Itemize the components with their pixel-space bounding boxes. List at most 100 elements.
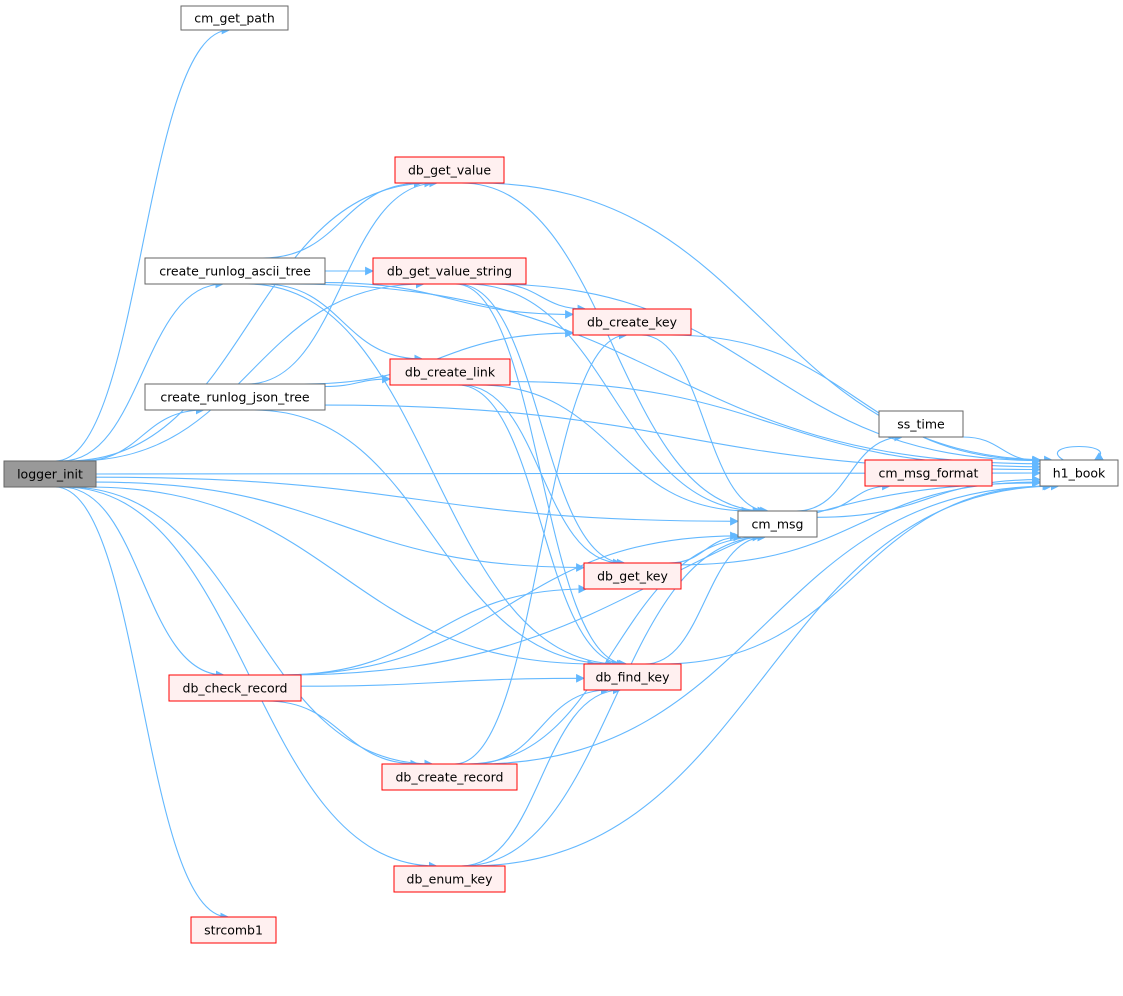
edge-cm_msg-to-ss_time [796, 432, 904, 512]
node-label: db_find_key [596, 670, 671, 685]
edge-db_find_key-to-cm_msg [644, 532, 767, 665]
node-db-find-key[interactable]: db_find_key [583, 663, 682, 691]
edge-cm_msg-to-cm_msg_format [815, 481, 891, 512]
node-box [864, 459, 993, 487]
node-box [3, 460, 97, 488]
node-db-check-record[interactable]: db_check_record [168, 674, 302, 702]
node-box [144, 257, 326, 285]
node-label: ss_time [897, 417, 945, 432]
node-label: h1_book [1053, 466, 1106, 481]
node-box [372, 257, 527, 285]
node-label: db_create_record [396, 770, 504, 785]
node-create-runlog-ascii-tree[interactable]: create_runlog_ascii_tree [144, 257, 326, 285]
node-box [737, 510, 818, 538]
edge-h1_book-to-h1_book [1056, 446, 1104, 461]
node-db-enum-key[interactable]: db_enum_key [393, 865, 506, 893]
node-label: db_enum_key [407, 872, 494, 887]
edge-create_runlog_ascii_tree-to-h1_book [289, 283, 1041, 469]
node-label: cm_get_path [194, 11, 275, 26]
edge-logger_init-to-db_find_key [87, 486, 597, 669]
node-db-get-value[interactable]: db_get_value [394, 156, 505, 184]
edge-create_runlog_json_tree-to-db_find_key [253, 409, 615, 669]
edge-db_enum_key-to-cm_msg [461, 532, 767, 867]
edge-db_create_link-to-db_find_key [457, 384, 626, 669]
edge-create_runlog_ascii_tree-to-db_get_value [262, 178, 423, 259]
edge-cm_msg-to-h1_book [816, 475, 1041, 518]
edge-db_check_record-to-db_get_key [281, 584, 588, 676]
edge-db_get_value_string-to-db_get_key [457, 283, 626, 568]
node-h1-book[interactable]: h1_book [1039, 459, 1119, 487]
node-strcomb1[interactable]: strcomb1 [190, 916, 277, 944]
edge-logger_init-to-cm_msg [95, 476, 739, 526]
node-db-get-key[interactable]: db_get_key [583, 562, 682, 590]
node-label: db_get_key [597, 569, 668, 584]
edge-create_runlog_json_tree-to-db_create_link [324, 374, 391, 388]
node-box [393, 865, 506, 893]
edge-db_get_value-to-cm_msg [461, 182, 767, 516]
node-box [572, 308, 692, 336]
node-box [180, 5, 289, 31]
edge-db_get_value_string-to-h1_book [489, 283, 1041, 465]
node-db-create-record[interactable]: db_create_record [381, 763, 518, 791]
node-box [381, 763, 518, 791]
edge-db_get_value_string-to-db_create_key [495, 283, 587, 314]
node-label: cm_msg_format [879, 466, 979, 481]
node-box [190, 916, 277, 944]
node-box [389, 358, 511, 386]
edge-logger_init-to-db_create_record [67, 486, 434, 769]
edge-db_check_record-to-db_find_key [300, 673, 585, 687]
node-box [878, 410, 964, 438]
edge-db_check_record-to-cm_msg [277, 531, 739, 676]
edge-db_create_record-to-db_create_key [454, 330, 628, 765]
node-db-get-value-string[interactable]: db_get_value_string [372, 257, 527, 285]
edge-db_create_record-to-cm_msg [466, 532, 762, 765]
edge-create_runlog_json_tree-to-db_get_value [247, 178, 439, 385]
edge-logger_init-to-create_runlog_ascii_tree [61, 279, 225, 462]
edge-db_create_link-to-cm_msg [477, 384, 751, 516]
edge-logger_init-to-strcomb1 [55, 486, 230, 922]
node-label: db_check_record [183, 681, 288, 696]
node-db-create-key[interactable]: db_create_key [572, 308, 692, 336]
node-logger-init[interactable]: logger_init [3, 460, 97, 488]
edge-logger_init-to-h1_book [95, 468, 1041, 478]
edge-db_check_record-to-db_create_record [266, 700, 420, 769]
node-box [394, 156, 505, 184]
edge-db_get_value_string-to-cm_msg [466, 283, 762, 516]
node-cm-msg-format[interactable]: cm_msg_format [864, 459, 993, 487]
edge-db_enum_key-to-db_find_key [461, 685, 622, 867]
node-box [1039, 459, 1119, 487]
edge-ss_time-to-h1_book [962, 436, 1041, 466]
node-label: db_get_value [408, 163, 491, 178]
edge-db_create_link-to-db_get_key [461, 384, 622, 568]
edge-create_runlog_ascii_tree-to-db_create_link [262, 283, 424, 364]
node-box [144, 383, 326, 411]
node-cm-msg[interactable]: cm_msg [737, 510, 818, 538]
node-label: create_runlog_json_tree [160, 390, 309, 405]
edge-db_create_key-to-cm_msg [641, 334, 769, 516]
node-label: db_create_key [587, 315, 678, 330]
edges-layer [55, 25, 1104, 922]
node-label: db_create_link [405, 365, 496, 380]
nodes-layer: logger_init cm_get_path create_runlog_asci… [3, 5, 1119, 944]
edge-db_find_key-to-h1_book [660, 481, 1052, 665]
node-label: create_runlog_ascii_tree [159, 264, 311, 279]
edge-logger_init-to-db_get_value_string [75, 279, 425, 462]
node-label: cm_msg [752, 517, 804, 532]
edge-logger_init-to-cm_get_path [55, 25, 231, 462]
node-label: logger_init [17, 467, 83, 482]
edge-logger_init-to-db_get_value [67, 178, 434, 462]
node-cm-get-path[interactable]: cm_get_path [180, 5, 289, 31]
node-label: db_get_value_string [387, 264, 512, 279]
node-label: strcomb1 [204, 923, 263, 938]
node-box [583, 562, 682, 590]
node-db-create-link[interactable]: db_create_link [389, 358, 511, 386]
edge-db_enum_key-to-h1_book [469, 481, 1060, 867]
edge-create_runlog_ascii_tree-to-db_find_key [247, 283, 621, 669]
node-ss-time[interactable]: ss_time [878, 410, 964, 438]
node-create-runlog-json-tree[interactable]: create_runlog_json_tree [144, 383, 326, 411]
edge-logger_init-to-db_check_record [61, 486, 225, 680]
edge-create_runlog_ascii_tree-to-db_create_key [324, 282, 574, 319]
edge-db_create_key-to-h1_book [670, 334, 1042, 465]
edge-logger_init-to-db_get_key [95, 481, 585, 572]
